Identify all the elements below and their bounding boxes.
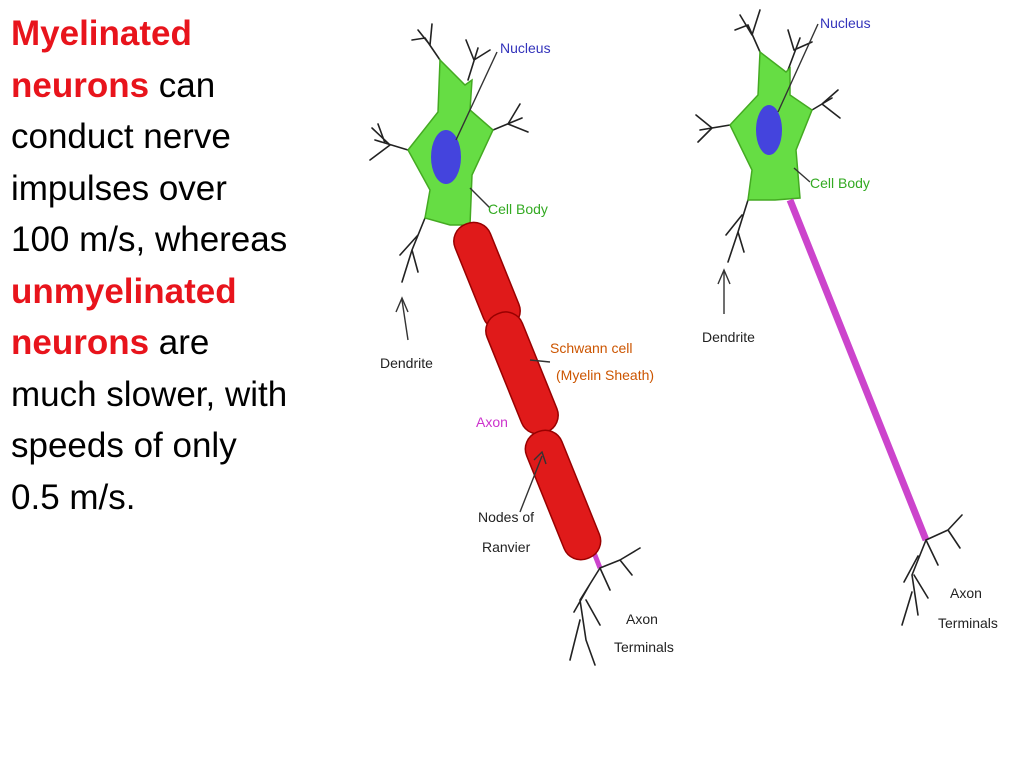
nucleus <box>756 105 782 155</box>
description-text: Myelinated neurons can conduct nerve impuls… <box>11 8 363 523</box>
label-ranvier: Ranvier <box>482 539 531 555</box>
text-run: speeds of only <box>11 426 237 465</box>
text-run: can <box>149 65 216 105</box>
highlight-term: neurons <box>11 323 150 362</box>
label-axon-terminals-2: Terminals <box>938 615 998 631</box>
label-pointers <box>717 23 819 314</box>
text-run: conduct nerve <box>11 117 231 156</box>
label-axon: Axon <box>476 414 508 430</box>
label-myelin-sheath: (Myelin Sheath) <box>556 367 654 383</box>
text-line: much slower, with <box>11 369 363 421</box>
label-nodes-of: Nodes of <box>478 509 534 525</box>
myelinated-labels: Nucleus Cell Body Dendrite Schwann cell … <box>380 40 674 655</box>
axon-terminals <box>569 547 641 666</box>
highlight-term: neurons <box>11 65 150 105</box>
axon <box>786 198 930 542</box>
dendrites <box>369 23 529 283</box>
text-line: neurons can <box>11 60 363 112</box>
text-line: neurons are <box>11 317 363 369</box>
myelin-sheath <box>453 221 602 561</box>
nucleus <box>431 130 461 184</box>
label-dendrite: Dendrite <box>380 355 433 371</box>
text-line: Myelinated <box>11 8 363 60</box>
text-line: 0.5 m/s. <box>11 472 363 524</box>
label-cell-body: Cell Body <box>488 201 548 217</box>
text-run: are <box>149 323 210 362</box>
dendrites <box>695 9 841 263</box>
label-axon-terminals-1: Axon <box>626 611 658 627</box>
label-schwann-cell: Schwann cell <box>550 340 633 356</box>
text-run: much slower, with <box>11 374 288 414</box>
label-axon-terminals-1: Axon <box>950 585 982 601</box>
highlight-term: unmyelinated <box>11 271 237 311</box>
label-nucleus: Nucleus <box>820 15 871 31</box>
label-cell-body: Cell Body <box>810 175 870 191</box>
text-line: 100 m/s, whereas <box>11 214 363 266</box>
text-line: impulses over <box>11 163 363 215</box>
text-line: unmyelinated <box>11 266 363 318</box>
text-run: 0.5 m/s. <box>11 477 136 517</box>
text-line: speeds of only <box>11 420 363 472</box>
label-dendrite: Dendrite <box>702 329 755 345</box>
label-axon-terminals-2: Terminals <box>614 639 674 655</box>
label-pointers <box>395 51 551 513</box>
text-run: 100 m/s, whereas <box>11 220 288 259</box>
unmyelinated-labels: Nucleus Cell Body Dendrite Axon Terminal… <box>702 15 998 631</box>
text-run: impulses over <box>11 168 227 208</box>
label-nucleus: Nucleus <box>500 40 551 56</box>
axon-terminals <box>901 514 963 626</box>
text-line: conduct nerve <box>11 111 363 163</box>
highlight-term: Myelinated <box>11 14 192 53</box>
